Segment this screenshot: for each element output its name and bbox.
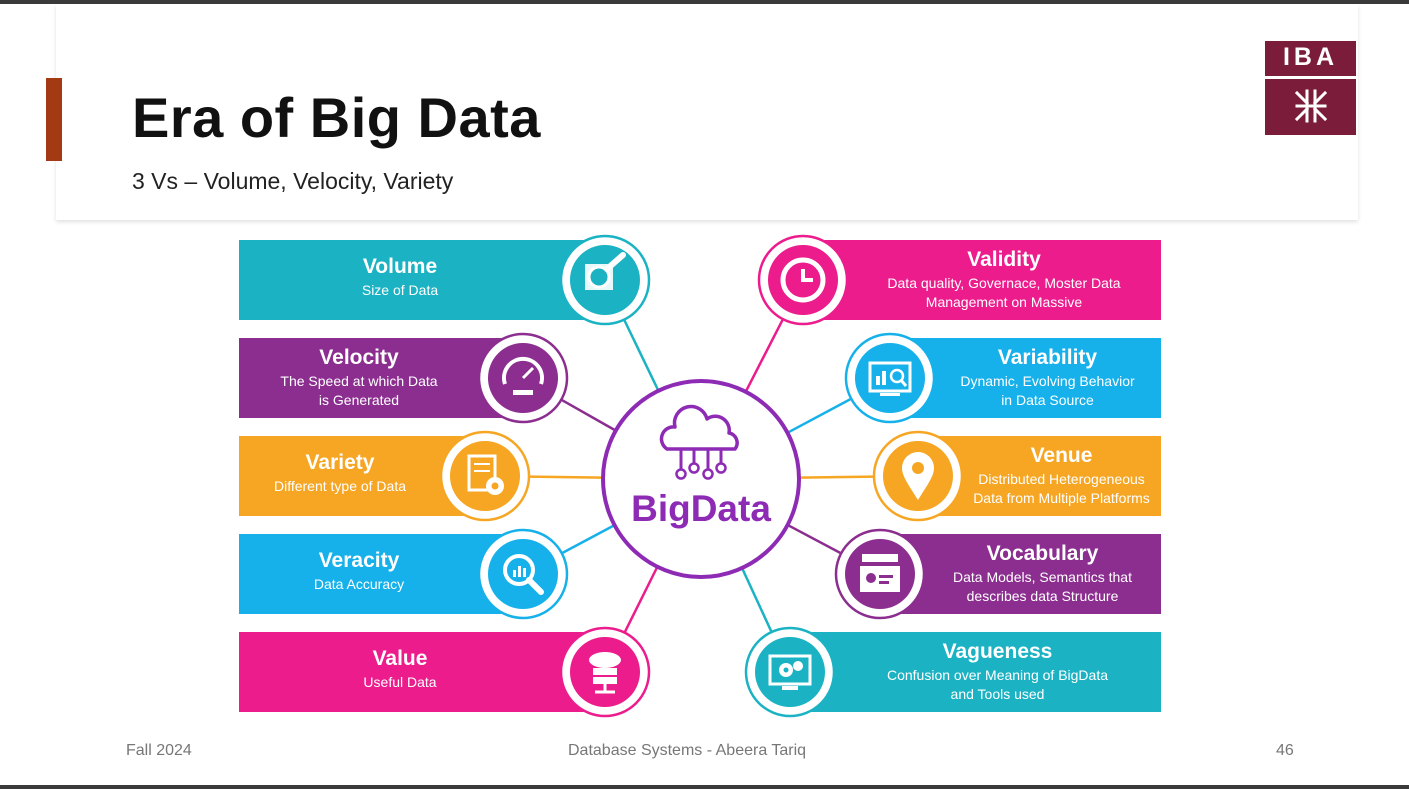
iba-logo: IBA <box>1265 41 1356 135</box>
card-description: Data Models, Semantics that <box>953 569 1132 585</box>
card-title: Veracity <box>319 549 400 572</box>
card-title: Volume <box>363 255 437 278</box>
card-description: Different type of Data <box>274 478 406 494</box>
card-description: Confusion over Meaning of BigData <box>887 667 1108 683</box>
connector-lines <box>528 318 875 634</box>
card-description: Data from Multiple Platforms <box>973 490 1150 506</box>
card-title: Velocity <box>319 346 399 369</box>
slide-number: 46 <box>1276 742 1294 759</box>
location-pin-icon <box>902 452 934 500</box>
bottom-border <box>0 785 1409 789</box>
bigdata-hub: BigData <box>601 379 801 579</box>
hub-circle <box>601 379 801 579</box>
card-banner <box>803 240 1161 320</box>
connector-veracity <box>561 524 616 555</box>
card-banner <box>790 632 1161 712</box>
connector-venue <box>798 475 875 479</box>
title-accent-bar <box>46 78 62 161</box>
logo-text: IBA <box>1282 43 1339 71</box>
card-description: and Tools used <box>951 686 1045 702</box>
card-description: describes data Structure <box>967 588 1119 604</box>
document-gears-icon <box>467 454 504 495</box>
slide-title: Era of Big Data <box>132 86 541 149</box>
speedometer-icon <box>502 356 544 395</box>
card-description: Data Accuracy <box>314 576 404 592</box>
card-title: Value <box>373 647 428 670</box>
cloud-network-icon <box>659 404 739 480</box>
connector-vagueness <box>740 567 773 633</box>
connector-variability <box>786 397 852 434</box>
footer-course: Database Systems - Abeera Tariq <box>568 742 807 759</box>
logo-mark-icon <box>1295 89 1327 123</box>
connector-vocabulary <box>786 523 842 555</box>
card-banner <box>239 338 523 418</box>
card-description: Dynamic, Evolving Behavior <box>960 373 1135 389</box>
card-description: in Data Source <box>1001 392 1094 408</box>
icon-disc <box>450 441 520 511</box>
id-card-tray-icon <box>860 554 900 592</box>
top-border <box>0 0 1409 4</box>
card-description: Data quality, Governace, Moster Data <box>887 275 1120 291</box>
connector-volume <box>622 319 660 392</box>
search-chart-icon <box>503 554 544 595</box>
card-description: Distributed Heterogeneous <box>978 471 1145 487</box>
hub-label: BigData <box>631 488 771 529</box>
connector-validity <box>744 318 785 393</box>
card-banner <box>239 240 605 320</box>
icon-disc <box>855 343 925 413</box>
card-banner <box>239 632 605 712</box>
card-description: Useful Data <box>363 674 436 690</box>
logo-divider <box>1265 76 1356 79</box>
card-description: The Speed at which Data <box>280 373 437 389</box>
computer-gears-icon <box>768 654 812 690</box>
card-title: Variety <box>306 451 375 474</box>
header-card <box>56 4 1358 220</box>
slide-subtitle: 3 Vs – Volume, Velocity, Variety <box>132 168 454 194</box>
card-description: is Generated <box>319 392 399 408</box>
card-title: Validity <box>967 248 1041 271</box>
card-title: Variability <box>998 346 1098 369</box>
card-description: Management on Massive <box>926 294 1083 310</box>
connector-velocity <box>560 398 617 432</box>
footer-term: Fall 2024 <box>126 742 192 759</box>
card-title: Vocabulary <box>987 542 1099 565</box>
clock-icon <box>780 257 826 303</box>
card-title: Vagueness <box>943 640 1053 663</box>
cloud-server-icon <box>589 652 621 694</box>
monitor-analytics-icon <box>868 361 912 396</box>
card-description: Size of Data <box>362 282 438 298</box>
connector-variety <box>528 475 604 479</box>
card-banner <box>239 534 523 614</box>
card-title: Venue <box>1031 444 1093 467</box>
data-magnifier-icon <box>585 252 626 290</box>
connector-value <box>623 566 659 634</box>
card-banner <box>880 534 1161 614</box>
